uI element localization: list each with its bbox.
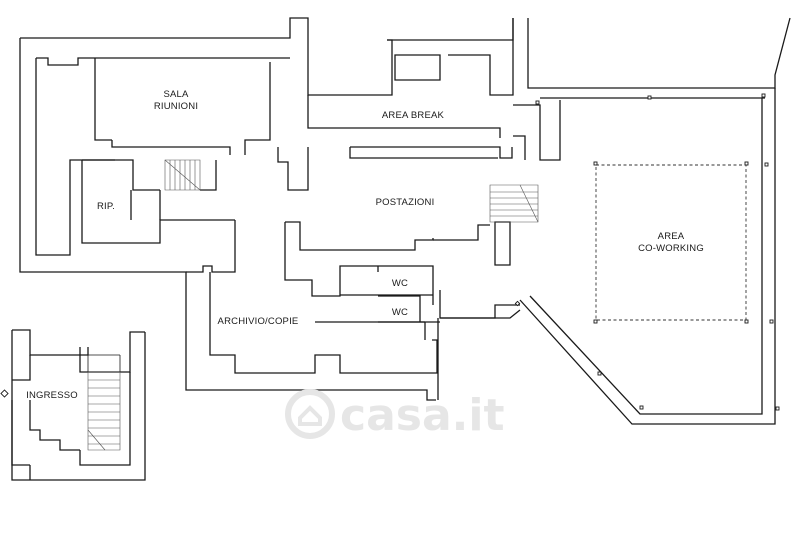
label-sala-riunioni-line2: RIUNIONI [154, 101, 198, 112]
label-area-break: AREA BREAK [382, 110, 445, 121]
house-logo-icon [285, 389, 335, 439]
pillars [0, 93, 780, 411]
watermark-text: casa.it [340, 390, 504, 441]
walls-area-break [307, 18, 561, 161]
label-postazioni: POSTAZIONI [376, 197, 435, 208]
label-area-coworking-line1: AREA [658, 231, 685, 242]
label-area-coworking-line2: CO-WORKING [638, 243, 704, 254]
label-sala-riunioni-line1: SALA [163, 89, 189, 100]
walls-left-block [19, 17, 436, 401]
stairs-rip [164, 159, 201, 191]
coworking-dashed-area [595, 164, 747, 321]
stairs-postazioni [489, 184, 539, 223]
casa-it-watermark: casa.it [285, 389, 504, 441]
label-ingresso: INGRESSO [26, 390, 78, 401]
stairs-ingresso [87, 371, 121, 451]
label-wc-2: WC [392, 307, 408, 318]
walls-postazioni [209, 221, 520, 374]
label-wc-1: WC [392, 278, 408, 289]
label-rip: RIP. [97, 201, 115, 212]
walls-ingresso [11, 329, 146, 481]
label-archivio-copie: ARCHIVIO/COPIE [218, 316, 299, 327]
walls-coworking [437, 17, 791, 425]
